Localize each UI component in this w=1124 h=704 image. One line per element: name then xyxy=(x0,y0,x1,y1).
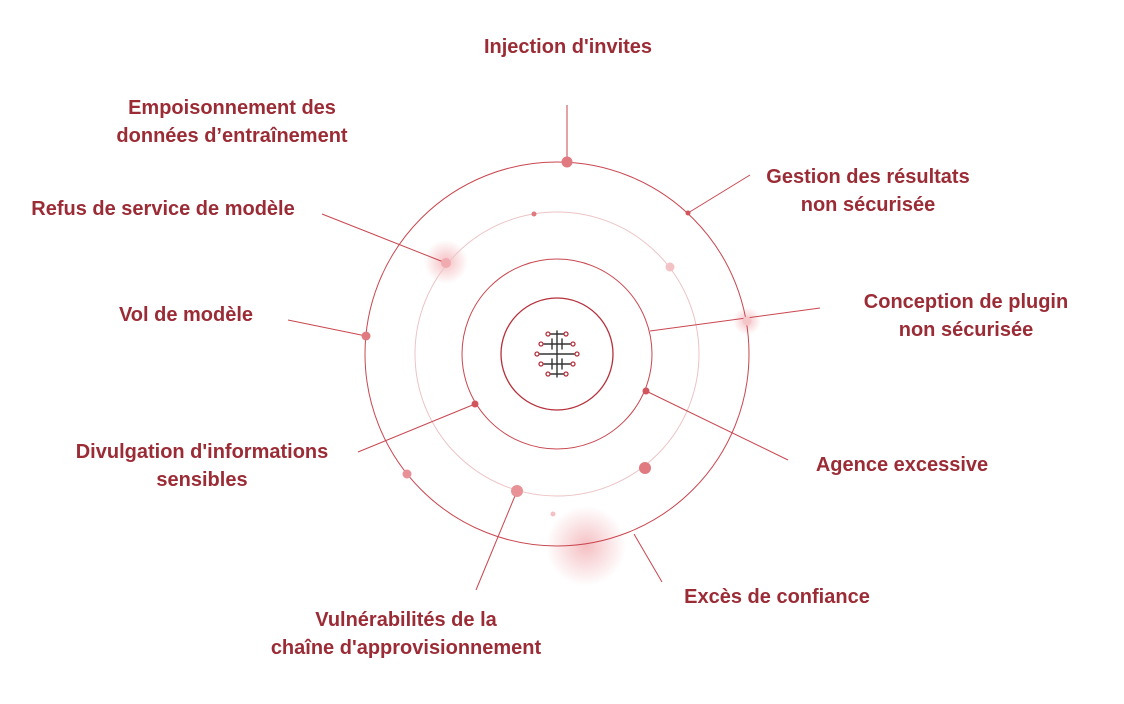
node-dot xyxy=(642,387,650,395)
connector-overreliance xyxy=(633,533,663,583)
node-dot xyxy=(441,258,451,268)
node-dot xyxy=(561,156,573,168)
node-dot xyxy=(511,485,523,497)
connector-excessive-agency xyxy=(645,390,789,461)
connector-supply-chain xyxy=(475,490,518,591)
node-dot xyxy=(639,462,651,474)
node-dot xyxy=(665,262,675,272)
inner-ring xyxy=(461,258,653,450)
label-model-theft: Vol de modèle xyxy=(118,304,254,326)
node-dot xyxy=(531,211,537,217)
node-dot xyxy=(685,210,691,216)
label-excessive-agency: Agence excessive xyxy=(815,454,989,476)
node-dot xyxy=(742,316,752,326)
node-dot xyxy=(550,511,556,517)
label-insecure-output-handling: Gestion des résultats non sécurisée xyxy=(766,166,970,216)
label-sensitive-info-disclosure: Divulgation d'informations sensibles xyxy=(75,441,329,491)
node-dot xyxy=(402,469,412,479)
node-dot xyxy=(361,331,371,341)
core-ring xyxy=(500,297,614,411)
glow-spot xyxy=(546,506,626,586)
label-supply-chain: Vulnérabilités de la chaîne d'approvisio… xyxy=(270,609,542,659)
middle-ring xyxy=(414,211,700,497)
connector-info-disclosure xyxy=(357,403,476,453)
outer-ring xyxy=(364,161,750,547)
label-insecure-plugin-design: Conception de plugin non sécurisée xyxy=(863,291,1069,341)
circuit-terminals xyxy=(534,331,580,377)
connector-plugin-design xyxy=(649,307,821,332)
label-prompt-injection: Injection d'invites xyxy=(483,36,653,58)
node-dot xyxy=(471,400,479,408)
connector-model-theft xyxy=(287,319,367,337)
circuit-chip-icon xyxy=(539,330,575,378)
connector-model-dos xyxy=(321,213,447,264)
label-model-dos: Refus de service de modèle xyxy=(31,198,295,220)
label-training-data-poisoning: Empoisonnement des données d’entraînemen… xyxy=(116,97,348,147)
connector-insecure-output xyxy=(687,174,751,214)
label-overreliance: Excès de confiance xyxy=(684,586,870,608)
